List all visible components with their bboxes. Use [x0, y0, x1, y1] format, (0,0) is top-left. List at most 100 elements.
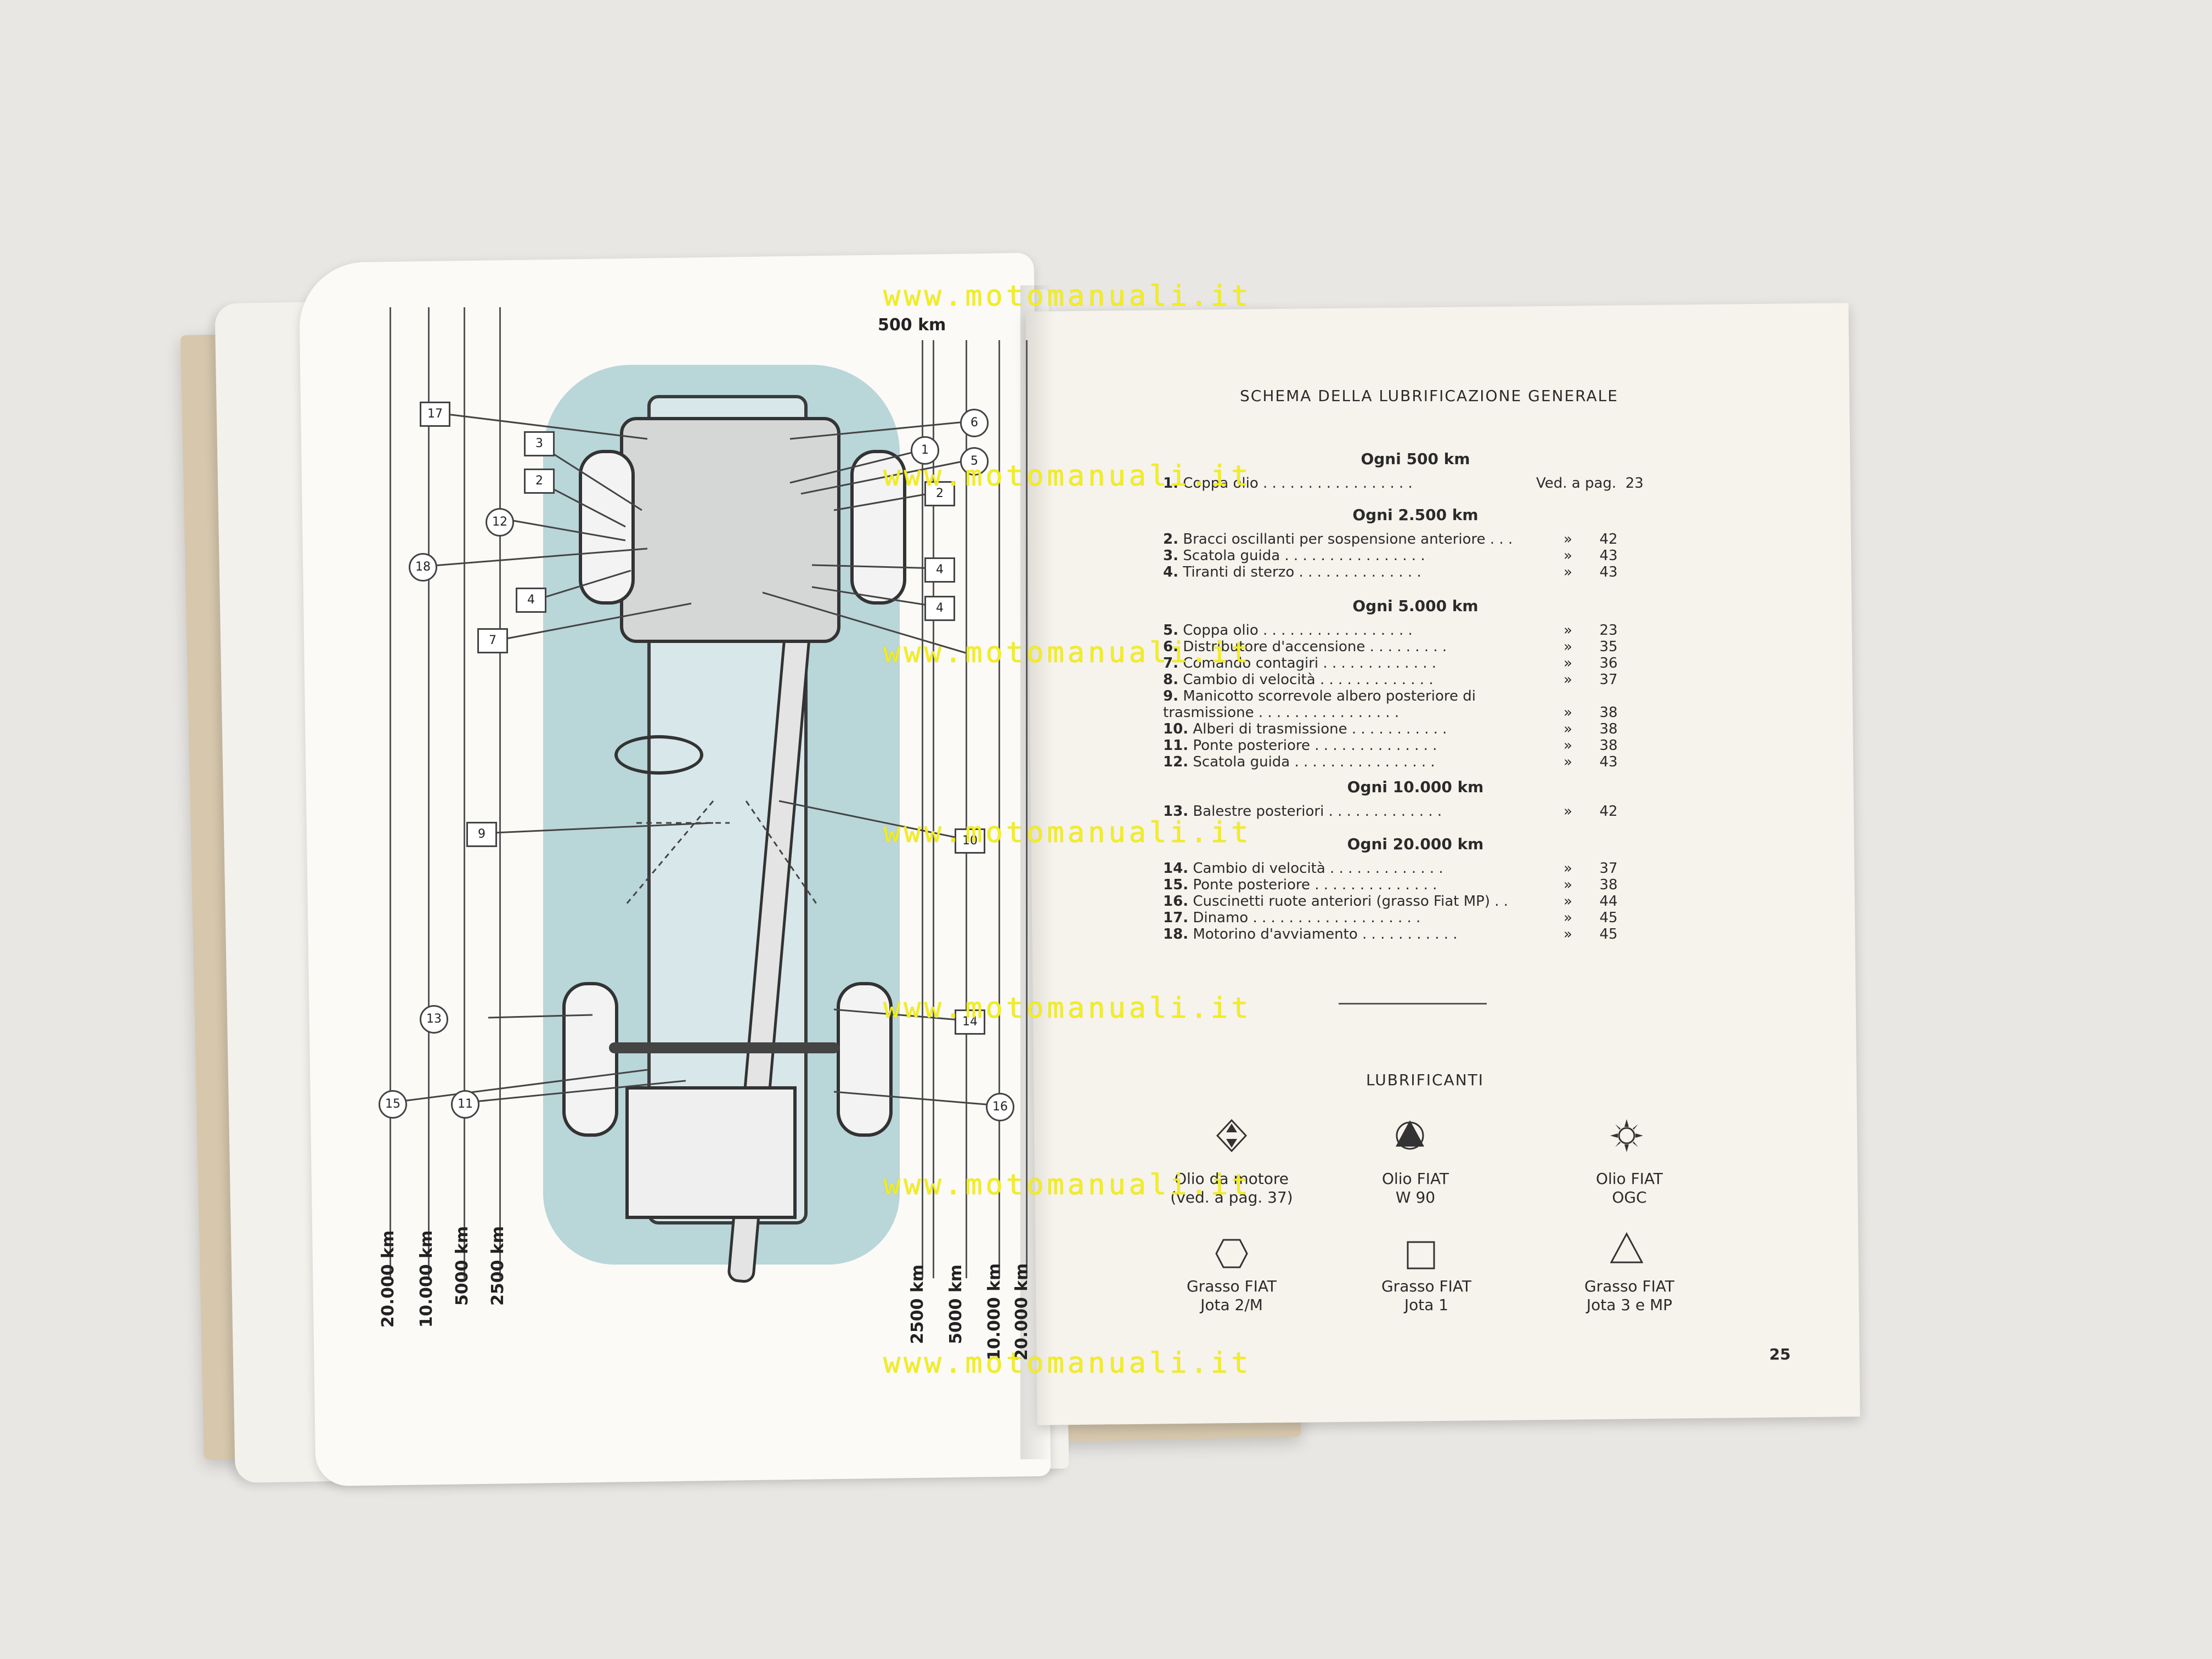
schedule-item-number: 9. [1163, 688, 1178, 704]
schedule-item-page-ref: » 37 [1564, 860, 1618, 877]
watermark-1: www.motomanuali.it [883, 280, 1252, 313]
schedule-item-page-ref: » 44 [1564, 893, 1618, 910]
schedule-item: 14. Cambio di velocità . . . . . . . . .… [1163, 860, 1558, 877]
schedule-item-text: Comando contagiri . . . . . . . . . . . … [1183, 655, 1437, 672]
marker-18: 18 [409, 553, 437, 582]
marker-9: 9 [466, 822, 497, 847]
label-5000km-left: 5000 km [453, 1226, 472, 1306]
schedule-item-number: 18. [1163, 926, 1189, 943]
schedule-item-number: 4. [1163, 564, 1178, 580]
lubricant-label-1: Olio da motore(ved. a pag. 37) [1170, 1170, 1293, 1206]
schedule-item: 1. Coppa olio . . . . . . . . . . . . . … [1163, 475, 1558, 492]
schedule-item-page-ref: » 45 [1564, 926, 1618, 943]
marker-1: 1 [911, 436, 939, 465]
marker-13: 13 [420, 1005, 448, 1034]
fuel-tank [625, 1086, 797, 1219]
schedule-item-text: Coppa olio . . . . . . . . . . . . . . .… [1183, 622, 1413, 639]
marker-14: 14 [955, 1009, 985, 1035]
schedule-item-number: 1. [1163, 475, 1178, 492]
schedule-item-text: Cambio di velocità . . . . . . . . . . .… [1183, 672, 1434, 688]
schedule-item-number: 6. [1163, 639, 1178, 655]
marker-3: 3 [524, 431, 555, 456]
schedule-item-page-ref: » 38 [1564, 877, 1618, 893]
schedule-item: 2. Bracci oscillanti per sospensione ant… [1163, 531, 1558, 548]
schedule-item-number: 12. [1163, 754, 1189, 770]
schedule-heading: Ogni 20.000 km [1347, 835, 1484, 853]
watermark-4: www.motomanuali.it [883, 816, 1252, 849]
schedule-item-page-ref: » 36 [1564, 655, 1618, 672]
marker-5: 5 [960, 447, 989, 476]
schedule-item: 17. Dinamo . . . . . . . . . . . . . . .… [1163, 910, 1558, 926]
label-10000km-right: 10.000 km [985, 1263, 1004, 1361]
label-5000km-right: 5000 km [946, 1264, 966, 1344]
lubricants-title: LUBRIFICANTI [1366, 1071, 1484, 1089]
schedule-item-text: Distributore d'accensione . . . . . . . … [1183, 639, 1447, 655]
schedule-item-page-ref: » 42 [1564, 531, 1618, 548]
rear-left-wheel [562, 982, 618, 1137]
marker-2-right: 2 [924, 481, 955, 506]
marker-17: 17 [420, 402, 450, 427]
marker-2: 2 [524, 469, 555, 494]
schedule-item-page-ref: » 43 [1564, 564, 1618, 580]
schedule-item: 4. Tiranti di sterzo . . . . . . . . . .… [1163, 564, 1558, 580]
schedule-item-text: Scatola guida . . . . . . . . . . . . . … [1193, 754, 1435, 770]
schedule-item-page-ref: Ved. a pag. 23 [1536, 475, 1644, 492]
label-10000km-left: 10.000 km [417, 1230, 436, 1328]
km-line-2500-right [933, 340, 934, 1278]
schedule-item-text: Manicotto scorrevole albero posteriore d… [1163, 688, 1476, 721]
schedule-item-page-ref: » 45 [1564, 910, 1618, 926]
schedule-item-number: 5. [1163, 622, 1178, 639]
schedule-item: 18. Motorino d'avviamento . . . . . . . … [1163, 926, 1558, 943]
schedule-item: 7. Comando contagiri . . . . . . . . . .… [1163, 655, 1558, 672]
label-20000km-right: 20.000 km [1012, 1263, 1031, 1361]
schedule-item: 5. Coppa olio . . . . . . . . . . . . . … [1163, 622, 1558, 639]
schedule-heading: Ogni 2.500 km [1352, 506, 1479, 524]
watermark-2: www.motomanuali.it [883, 460, 1252, 493]
schedule-item-text: Cuscinetti ruote anteriori (grasso Fiat … [1193, 893, 1509, 910]
schedule-item: 3. Scatola guida . . . . . . . . . . . .… [1163, 548, 1558, 564]
triangle-icon [1610, 1232, 1643, 1263]
watermark-6: www.motomanuali.it [883, 1169, 1252, 1201]
watermark-5: www.motomanuali.it [883, 992, 1252, 1025]
schedule-item-text: Coppa olio . . . . . . . . . . . . . . .… [1183, 475, 1413, 492]
label-2500km-right: 2500 km [908, 1264, 927, 1344]
marker-7: 7 [477, 628, 508, 653]
star-circle-icon [1610, 1119, 1643, 1152]
schedule-heading: Ogni 5.000 km [1352, 597, 1479, 615]
circle-triangle-icon [1396, 1120, 1424, 1150]
front-right-wheel [850, 450, 906, 605]
schedule-item: 9. Manicotto scorrevole albero posterior… [1163, 688, 1558, 721]
label-2500km-left: 2500 km [488, 1226, 507, 1306]
schedule-item: 6. Distributore d'accensione . . . . . .… [1163, 639, 1558, 655]
schedule-item-page-ref: » 37 [1564, 672, 1618, 688]
schedule-item-text: Ponte posteriore . . . . . . . . . . . .… [1193, 877, 1437, 893]
schedule-item-number: 10. [1163, 721, 1189, 737]
schedule-item: 13. Balestre posteriori . . . . . . . . … [1163, 803, 1558, 820]
schedule-item-text: Balestre posteriori . . . . . . . . . . … [1193, 803, 1442, 820]
steering-wheel [614, 735, 703, 775]
km-line-10000-left [428, 307, 430, 1278]
schedule-item-number: 13. [1163, 803, 1189, 820]
schedule-heading: Ogni 500 km [1361, 450, 1470, 468]
label-20000km-left: 20.000 km [379, 1230, 398, 1328]
schedule-item-page-ref: » 38 [1564, 721, 1618, 737]
schedule-item-page-ref: » 38 [1564, 704, 1618, 721]
schedule-item-number: 17. [1163, 910, 1189, 926]
marker-10-top: 10 [955, 828, 985, 854]
schedule-heading: Ogni 10.000 km [1347, 778, 1484, 796]
schedule-item-text: Dinamo . . . . . . . . . . . . . . . . .… [1193, 910, 1421, 926]
diamond-triangles-icon [1216, 1119, 1248, 1152]
km-line-10000-right [998, 340, 1000, 1278]
schedule-item: 16. Cuscinetti ruote anteriori (grasso F… [1163, 893, 1558, 910]
schedule-item-page-ref: » 38 [1564, 737, 1618, 754]
marker-12: 12 [486, 508, 514, 537]
rear-right-wheel [837, 982, 893, 1137]
marker-4-right-a: 4 [924, 557, 955, 583]
km-line-2500-left [499, 307, 501, 1278]
divider-rule [1339, 1003, 1487, 1005]
schedule-item-number: 16. [1163, 893, 1189, 910]
marker-11: 11 [451, 1090, 479, 1119]
